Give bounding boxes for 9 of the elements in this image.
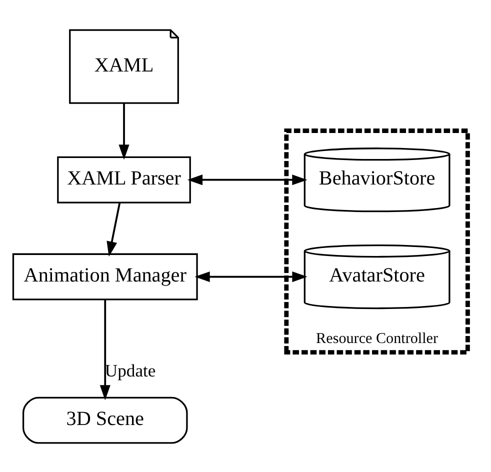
arrow [187, 174, 308, 185]
node-box: 3D Scene [22, 396, 188, 444]
node-box: XAML Parser [57, 156, 191, 203]
arrow [118, 102, 130, 160]
edge-label: Update [104, 360, 156, 380]
arrow [100, 298, 110, 400]
node-box: Animation Manager [12, 252, 198, 300]
arrow [106, 202, 121, 256]
arrow [194, 270, 308, 282]
